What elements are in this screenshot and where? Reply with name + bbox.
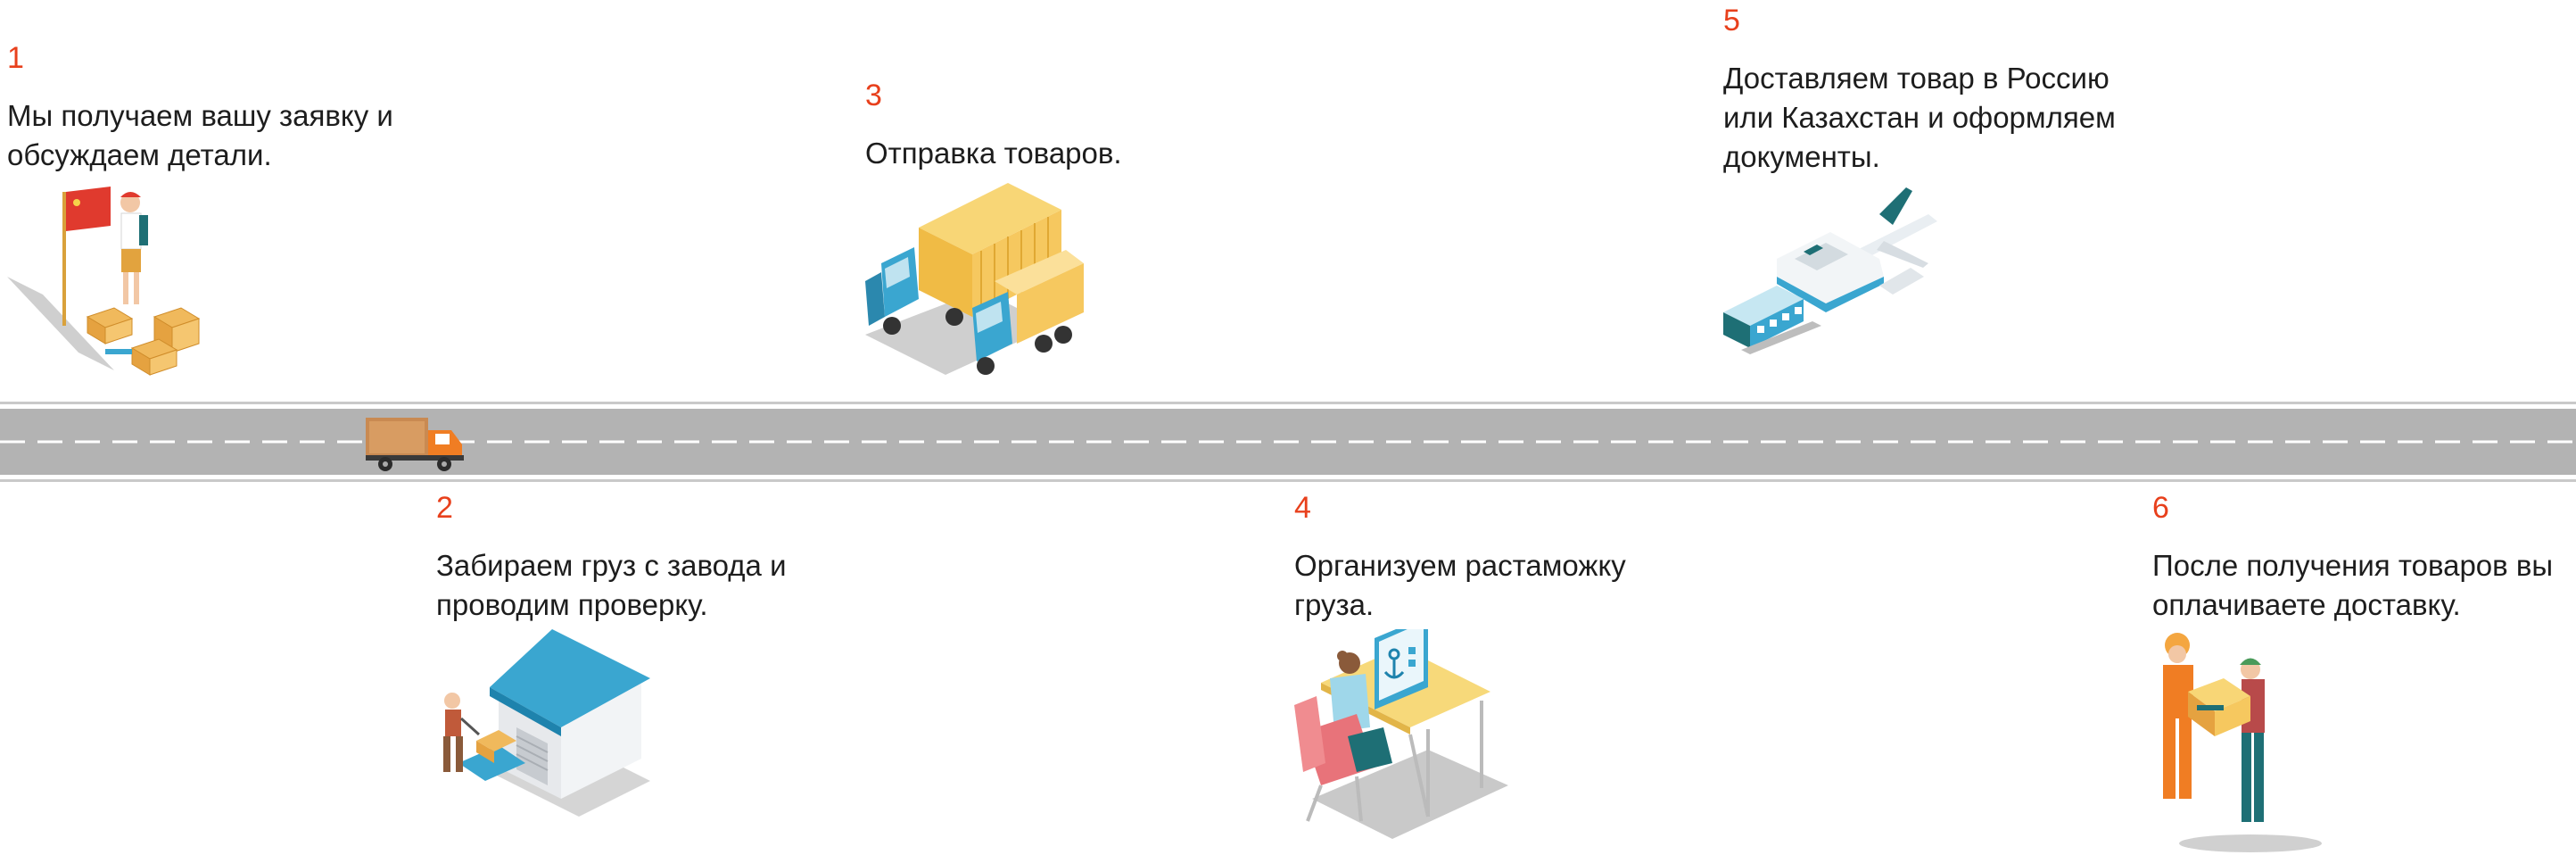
step-description: Забираем груз с завода и проводим провер… [436, 549, 787, 621]
step-5: 5 Доставляем товар в Россию или Казахста… [1723, 5, 2116, 177]
delivery-truck-icon [366, 418, 464, 471]
step-number: 1 [7, 41, 24, 75]
step-number: 3 [865, 79, 882, 112]
step-1: 1 Мы получаем вашу заявку и обсуждаем де… [7, 43, 393, 175]
step-4: 4 Организуем растаможку груза. [1294, 493, 1626, 625]
step-number: 5 [1723, 4, 1740, 37]
china-flag-worker-boxes-icon [7, 187, 201, 376]
step-number: 2 [436, 491, 453, 525]
step-description: Доставляем товар в Россию или Казахстан … [1723, 62, 2116, 173]
courier-handover-icon [2163, 633, 2322, 852]
step-2: 2 Забираем груз с завода и проводим пров… [436, 493, 787, 625]
step-description: Отправка товаров. [865, 137, 1122, 170]
warehouse-cart-icon [443, 629, 650, 817]
customs-desk-icon [1294, 629, 1508, 839]
container-trucks-icon [865, 183, 1084, 375]
step-6: 6 После получения товаров вы оплачиваете… [2152, 493, 2553, 625]
step-description: После получения товаров вы оплачиваете д… [2152, 549, 2554, 621]
train-ship-plane-icon [1723, 187, 1937, 354]
step-number: 4 [1294, 491, 1311, 525]
step-description: Организуем растаможку груза. [1294, 549, 1626, 621]
step-description: Мы получаем вашу заявку и обсуждаем дета… [7, 99, 393, 171]
step-number: 6 [2152, 491, 2169, 525]
step-3: 3 Отправка товаров. [865, 80, 1122, 173]
road-timeline [0, 402, 2576, 482]
